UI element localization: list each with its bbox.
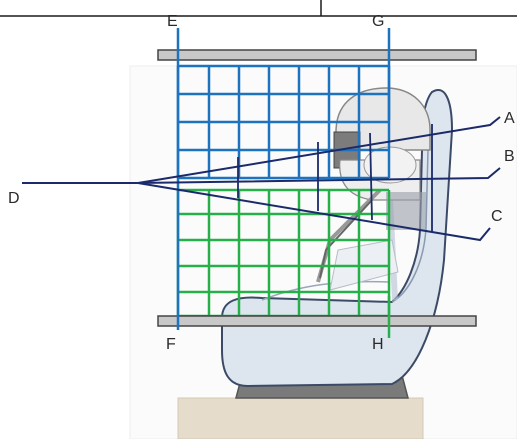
label-h: H — [372, 336, 384, 353]
helmet — [333, 87, 431, 201]
label-g: G — [372, 13, 384, 30]
sight-line-b — [137, 167, 501, 184]
label-c: C — [491, 208, 503, 225]
top-plate — [157, 49, 477, 61]
label-d: D — [8, 190, 20, 207]
upper-grid — [176, 64, 391, 180]
sight-lines — [22, 116, 501, 242]
sight-line-c — [137, 182, 491, 242]
label-e: E — [167, 13, 178, 30]
floor-base — [177, 397, 424, 439]
cone-cross-line — [369, 132, 373, 221]
bottom-plate — [157, 315, 477, 327]
label-f: F — [166, 336, 176, 353]
sight-line-a — [137, 116, 501, 184]
lower-grid — [176, 188, 391, 318]
label-b: B — [504, 148, 515, 165]
label-a: A — [504, 110, 515, 127]
